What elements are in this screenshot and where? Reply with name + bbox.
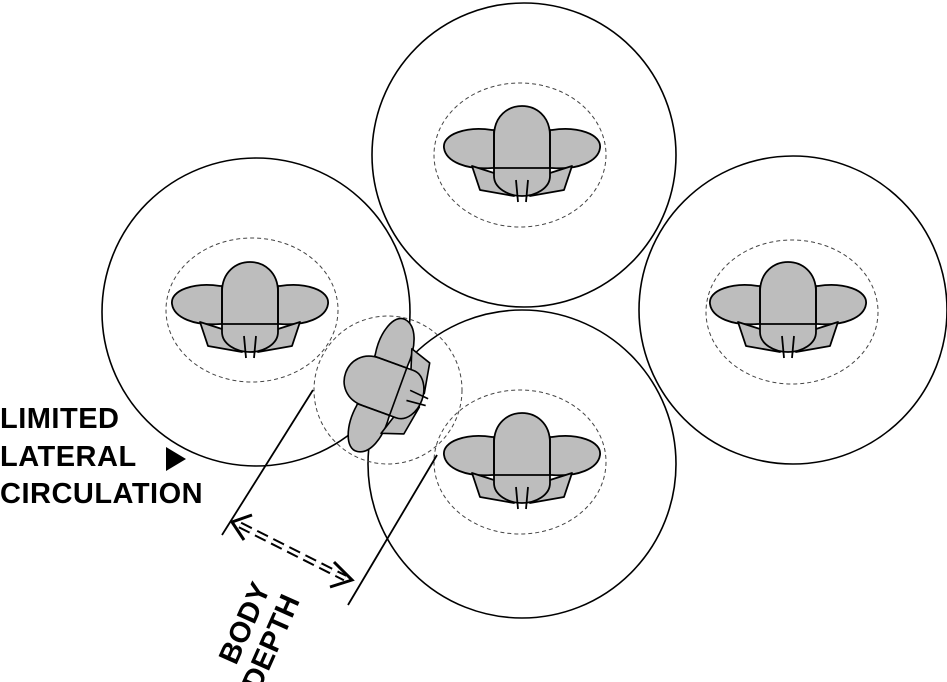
standing-person-right: [708, 261, 868, 359]
body-ellipse-bottom: [433, 389, 607, 535]
body-ellipse-walker: [313, 315, 463, 465]
circulation-label-line1: LIMITED: [0, 403, 120, 435]
body-depth-arrow: [229, 513, 355, 589]
circulation-label-line3: CIRCULATION: [0, 478, 203, 510]
circulation-label-line2: LATERAL: [0, 441, 137, 473]
personal-zone-bottom: [367, 309, 677, 619]
body-ellipse-left: [165, 237, 339, 383]
personal-zone-top: [371, 2, 677, 308]
personal-zone-left: [101, 157, 411, 467]
pointer-arrow-icon: [166, 447, 186, 471]
walking-person: [320, 305, 452, 470]
standing-person-bottom: [442, 412, 602, 510]
depth-line-left: [221, 389, 314, 536]
standing-person-left: [170, 261, 330, 359]
body-ellipse-right: [705, 239, 879, 385]
personal-zone-right: [638, 155, 947, 465]
body-ellipse-top: [433, 82, 607, 228]
depth-line-right: [347, 454, 438, 606]
standing-person-top: [442, 105, 602, 203]
